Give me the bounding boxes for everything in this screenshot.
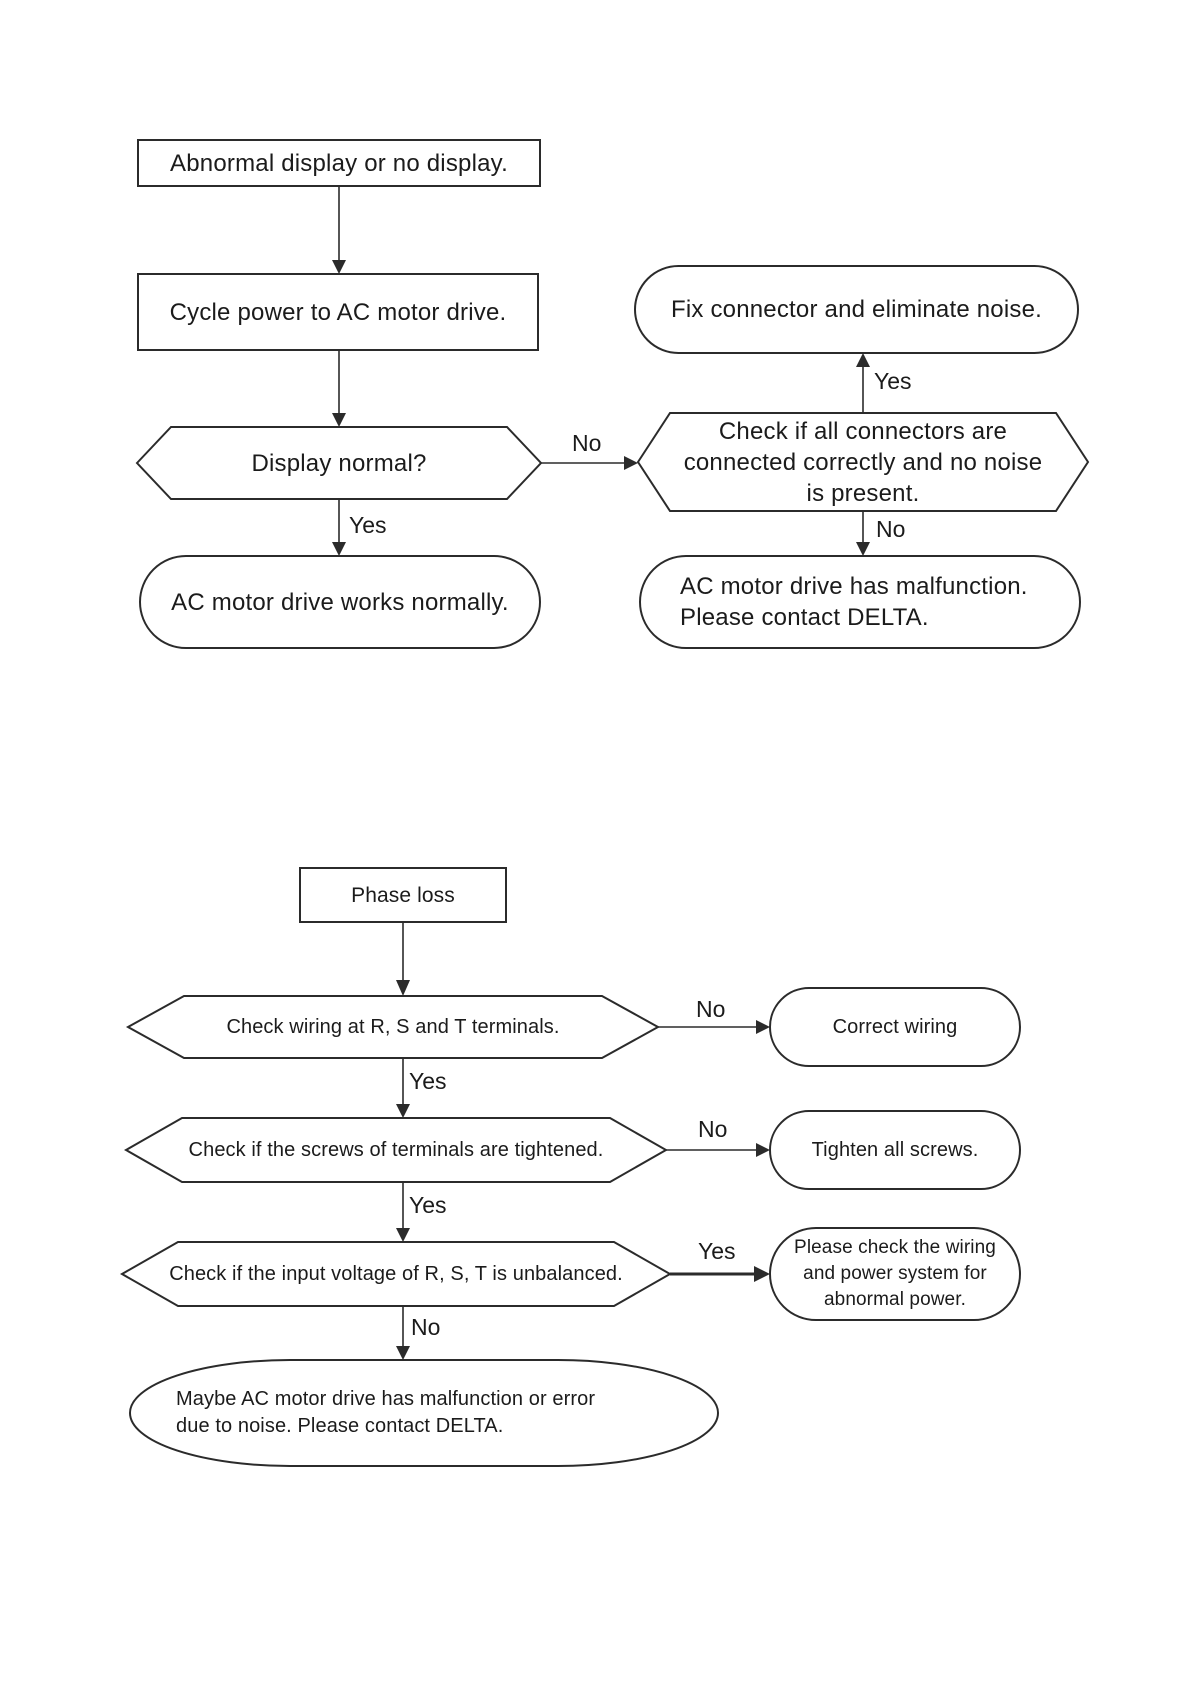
edge-label-checkvoltage-no: No: [411, 1314, 441, 1340]
arrow-checkscrews-no-right: [666, 1143, 770, 1157]
tighten-screws-terminal-label: Tighten all screws.: [811, 1138, 979, 1161]
start-box-shape: [137, 139, 541, 187]
edge-label-checkscrews-no: No: [698, 1116, 728, 1142]
check-wiring-decision-label: Check wiring at R, S and T terminals.: [226, 1015, 560, 1038]
edge-label-checkvoltage-yes: Yes: [698, 1238, 736, 1264]
check-power-terminal-label: Please check the wiring and power system…: [794, 1237, 996, 1310]
edge-label-checkwiring-no: No: [696, 996, 726, 1022]
arrow-display-yes-down: [332, 499, 346, 556]
arrow-checkwiring-no-right: [658, 1020, 770, 1034]
cycle-power-box-label: Cycle power to AC motor drive.: [169, 298, 507, 326]
arrow-phaseloss-to-checkwiring: [396, 922, 410, 996]
edge-label-checkwiring-yes: Yes: [409, 1068, 447, 1094]
edge-label-connectors-yes: Yes: [874, 368, 912, 394]
malfunction-terminal-label: AC motor drive has malfunction. Please c…: [680, 573, 1028, 631]
edge-label-display-yes: Yes: [349, 512, 387, 538]
arrow-checkvoltage-no-down: [396, 1306, 410, 1360]
arrow-checkvoltage-yes-right: [670, 1266, 770, 1282]
arrow-connectors-yes-up: [856, 353, 870, 413]
edge-label-connectors-no: No: [876, 516, 906, 542]
arrow-start-to-cycle: [332, 186, 346, 274]
display-normal-decision-label: Display normal?: [251, 449, 427, 477]
maybe-malfunction-terminal-label: Maybe AC motor drive has malfunction or …: [176, 1388, 596, 1437]
correct-wiring-terminal-label: Correct wiring: [832, 1015, 958, 1038]
phase-loss-box-label: Phase loss: [351, 883, 455, 907]
edge-label-checkscrews-yes: Yes: [409, 1192, 447, 1218]
fix-connector-terminal-label: Fix connector and eliminate noise.: [671, 296, 1042, 323]
fix-connector-terminal-shape: [634, 265, 1079, 354]
phase-loss-box-shape: [299, 867, 507, 923]
cycle-power-box-shape: [137, 273, 539, 351]
arrow-display-no-right: [541, 456, 638, 470]
malfunction-terminal-shape: [639, 555, 1081, 649]
arrow-checkscrews-yes-down: [396, 1182, 410, 1242]
check-connectors-decision-label: Check if all connectors are connected co…: [683, 417, 1043, 507]
edge-label-display-no: No: [572, 430, 602, 456]
arrow-cycle-to-display: [332, 350, 346, 427]
check-voltage-decision-label: Check if the input voltage of R, S, T is…: [169, 1262, 623, 1285]
start-box-label: Abnormal display or no display.: [170, 149, 508, 177]
arrow-checkwiring-yes-down: [396, 1058, 410, 1118]
maybe-malfunction-terminal-shape: [129, 1359, 719, 1467]
check-connectors-decision-shape: [636, 412, 1090, 512]
arrow-connectors-no-down: [856, 511, 870, 556]
works-normally-terminal-shape: [139, 555, 541, 649]
works-normally-terminal-label: AC motor drive works normally.: [171, 588, 509, 616]
check-screws-decision-label: Check if the screws of terminals are tig…: [188, 1138, 604, 1161]
